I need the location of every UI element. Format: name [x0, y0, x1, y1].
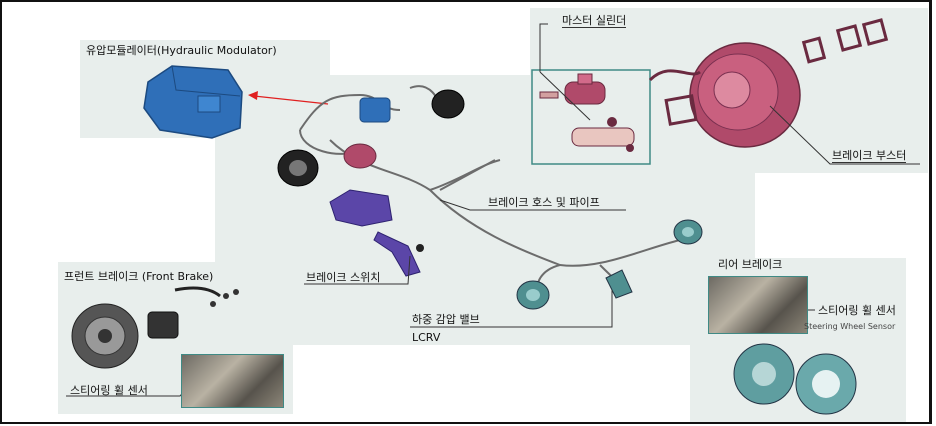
brake-hose-pipe-label: 브레이크 호스 및 파이프 — [488, 196, 600, 209]
rear-rotor-small-icon — [674, 220, 702, 244]
sensor-components-icon — [278, 90, 464, 186]
steering-sensor-en-label: Steering Wheel Sensor — [804, 320, 895, 333]
master-cylinder-label: 마스터 실린더 — [562, 14, 626, 28]
rear-brake-label: 리어 브레이크 — [718, 258, 782, 271]
front-brake-label: 프런트 브레이크 (Front Brake) — [64, 270, 213, 283]
load-sensing-valve-label: 하중 감압 밸브 — [412, 313, 480, 326]
hydraulic-modulator-label: 유압모듈레이터(Hydraulic Modulator) — [86, 44, 277, 57]
brake-booster-icon — [650, 20, 886, 147]
red-arrow-icon — [248, 91, 328, 104]
brake-pipes — [300, 86, 680, 292]
rear-rotor-icon — [734, 344, 856, 414]
lcrv-label: LCRV — [412, 331, 440, 344]
brake-booster-label: 브레이크 부스터 — [832, 149, 906, 163]
front-steering-sensor-label: 스티어링 휠 센서 — [70, 384, 148, 397]
front-rotor-icon — [517, 281, 549, 309]
rear-steering-sensor-label: 스티어링 휠 센서 — [818, 304, 896, 317]
rear-sensor-photo — [708, 276, 808, 334]
front-sensor-photo — [181, 354, 284, 408]
pipe-rod — [440, 160, 495, 190]
brake-switch-label: 브레이크 스위치 — [306, 271, 380, 284]
hydraulic-modulator-icon — [144, 66, 242, 138]
